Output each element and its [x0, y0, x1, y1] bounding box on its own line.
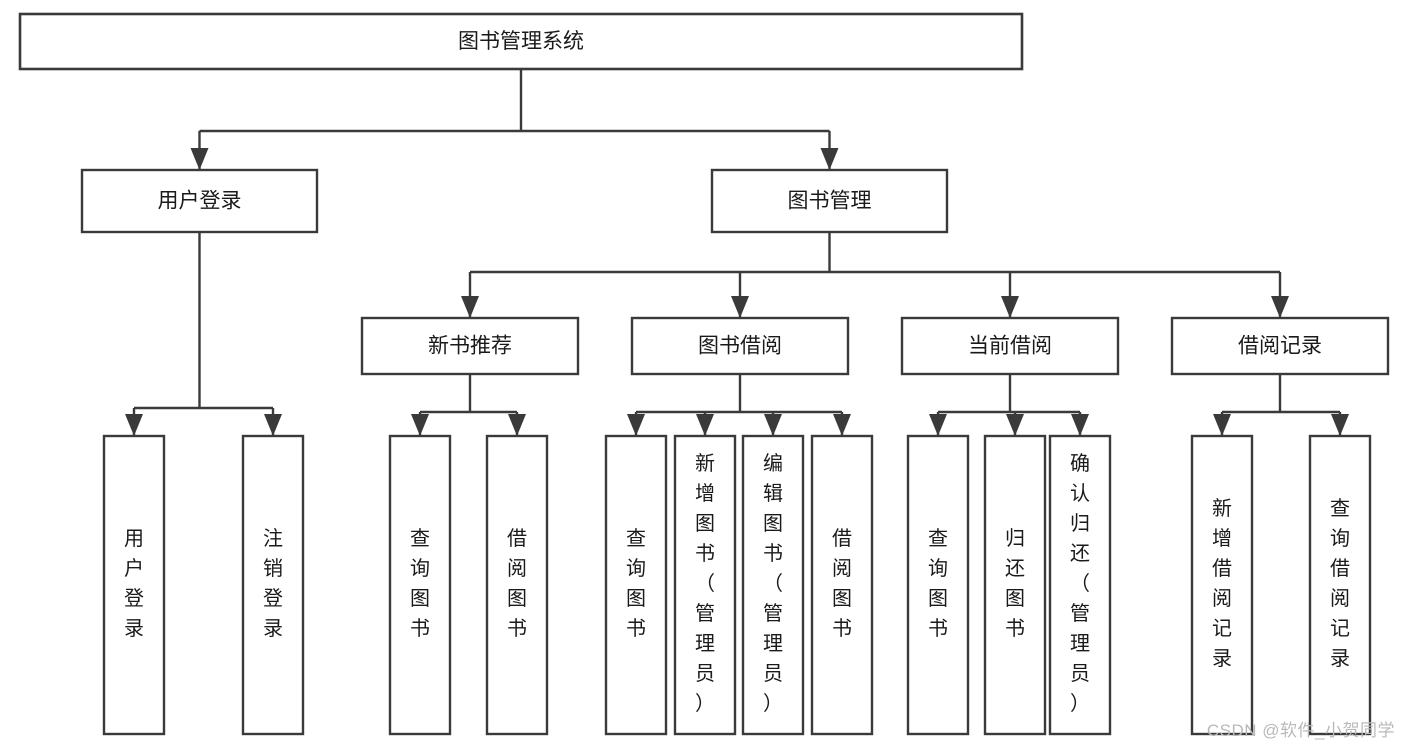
book-manage-arrow-1	[731, 296, 749, 318]
node-leaf-borrow-book-2[interactable]: 借阅图书	[810, 434, 874, 736]
node-root-book-management-system[interactable]: 图书管理系统	[18, 12, 1024, 71]
current-borrow-leaves-arrow-1	[1006, 414, 1024, 436]
book-manage-arrow-0	[461, 296, 479, 318]
node-current-borrow[interactable]: 当前借阅	[900, 316, 1120, 376]
node-root-book-management-system-label: 图书管理系统	[458, 30, 584, 53]
node-leaf-return-book[interactable]: 归还图书	[983, 434, 1047, 736]
book-manage-arrow-3	[1271, 296, 1289, 318]
node-leaf-logout-login[interactable]: 注销登录	[241, 434, 305, 736]
node-leaf-confirm-return[interactable]: 确认归还（管理员）	[1048, 434, 1112, 736]
node-leaf-add-borrow-record-box[interactable]	[1190, 434, 1254, 736]
book-borrow-leaves-arrow-0	[627, 414, 645, 436]
node-new-book-recommend-label: 新书推荐	[428, 335, 512, 358]
current-borrow-leaves-arrow-0	[929, 414, 947, 436]
node-leaf-query-book-2-label: 查询图书	[626, 527, 646, 640]
node-leaf-borrow-book-1[interactable]: 借阅图书	[485, 434, 549, 736]
node-leaf-confirm-return-box[interactable]	[1048, 434, 1112, 736]
book-manage-arrow-2	[1001, 296, 1019, 318]
node-book-borrow-box[interactable]	[630, 316, 850, 376]
root-arrow-1	[820, 148, 839, 170]
node-leaf-borrow-book-2-label: 借阅图书	[832, 527, 852, 640]
node-leaf-add-book[interactable]: 新增图书（管理员）	[673, 434, 737, 736]
node-leaf-add-borrow-record[interactable]: 新增借阅记录	[1190, 434, 1254, 736]
node-leaf-add-book-label: 新增图书（管理员）	[695, 452, 715, 715]
node-root-book-management-system-box[interactable]	[18, 12, 1024, 71]
node-leaf-query-book-3-label: 查询图书	[928, 527, 948, 640]
node-leaf-query-book-3[interactable]: 查询图书	[906, 434, 970, 736]
node-leaf-query-book-1[interactable]: 查询图书	[388, 434, 452, 736]
new-book-recommend-leaves-arrow-1	[508, 414, 526, 436]
node-user-login-box[interactable]	[80, 168, 319, 234]
node-leaf-user-login-label: 用户登录	[124, 528, 144, 640]
node-borrow-record[interactable]: 借阅记录	[1170, 316, 1390, 376]
node-leaf-edit-book[interactable]: 编辑图书（管理员）	[741, 434, 805, 736]
node-current-borrow-label: 当前借阅	[968, 335, 1052, 358]
connectors-layer	[125, 69, 1349, 436]
node-leaf-return-book-box[interactable]	[983, 434, 1047, 736]
node-leaf-query-borrow-record-box[interactable]	[1308, 434, 1372, 736]
node-borrow-record-label: 借阅记录	[1238, 335, 1322, 358]
node-new-book-recommend-box[interactable]	[360, 316, 580, 376]
node-new-book-recommend[interactable]: 新书推荐	[360, 316, 580, 376]
node-leaf-user-login[interactable]: 用户登录	[102, 434, 166, 736]
node-leaf-query-book-3-box[interactable]	[906, 434, 970, 736]
node-leaf-add-borrow-record-label: 新增借阅记录	[1212, 497, 1232, 670]
node-leaf-query-borrow-record[interactable]: 查询借阅记录	[1308, 434, 1372, 736]
root-arrow-0	[190, 148, 209, 170]
node-leaf-confirm-return-label: 确认归还（管理员）	[1070, 452, 1090, 715]
book-borrow-leaves-arrow-1	[696, 414, 714, 436]
node-user-login[interactable]: 用户登录	[80, 168, 319, 234]
node-book-manage-box[interactable]	[710, 168, 949, 234]
book-borrow-leaves-arrow-3	[833, 414, 851, 436]
node-leaf-query-book-2[interactable]: 查询图书	[604, 434, 668, 736]
user-login-leaves-arrow-1	[264, 414, 282, 436]
node-book-manage-label: 图书管理	[788, 190, 872, 213]
node-book-borrow[interactable]: 图书借阅	[630, 316, 850, 376]
node-leaf-add-book-box[interactable]	[673, 434, 737, 736]
node-leaf-logout-login-label: 注销登录	[263, 527, 283, 640]
current-borrow-leaves-arrow-2	[1071, 414, 1089, 436]
node-leaf-query-book-1-box[interactable]	[388, 434, 452, 736]
node-leaf-borrow-book-2-box[interactable]	[810, 434, 874, 736]
node-leaf-edit-book-box[interactable]	[741, 434, 805, 736]
node-user-login-label: 用户登录	[158, 190, 242, 213]
node-leaf-borrow-book-1-box[interactable]	[485, 434, 549, 736]
node-leaf-query-borrow-record-label: 查询借阅记录	[1330, 497, 1350, 670]
node-leaf-query-book-1-label: 查询图书	[410, 527, 430, 640]
borrow-record-leaves-arrow-0	[1213, 414, 1231, 436]
node-leaf-user-login-box[interactable]	[102, 434, 166, 736]
node-leaf-borrow-book-1-label: 借阅图书	[507, 527, 527, 640]
node-leaf-query-book-2-box[interactable]	[604, 434, 668, 736]
book-borrow-leaves-arrow-2	[764, 414, 782, 436]
node-current-borrow-box[interactable]	[900, 316, 1120, 376]
borrow-record-leaves-arrow-1	[1331, 414, 1349, 436]
node-leaf-logout-login-box[interactable]	[241, 434, 305, 736]
csdn-watermark: CSDN @软件_小贺同学	[1206, 721, 1395, 740]
node-book-manage[interactable]: 图书管理	[710, 168, 949, 234]
node-borrow-record-box[interactable]	[1170, 316, 1390, 376]
node-leaf-return-book-label: 归还图书	[1005, 527, 1025, 640]
node-book-borrow-label: 图书借阅	[698, 335, 782, 358]
new-book-recommend-leaves-arrow-0	[411, 414, 429, 436]
nodes-layer: 图书管理系统用户登录图书管理新书推荐图书借阅当前借阅借阅记录用户登录注销登录查询…	[18, 12, 1390, 736]
node-leaf-edit-book-label: 编辑图书（管理员）	[763, 452, 783, 715]
user-login-leaves-arrow-0	[125, 414, 143, 436]
